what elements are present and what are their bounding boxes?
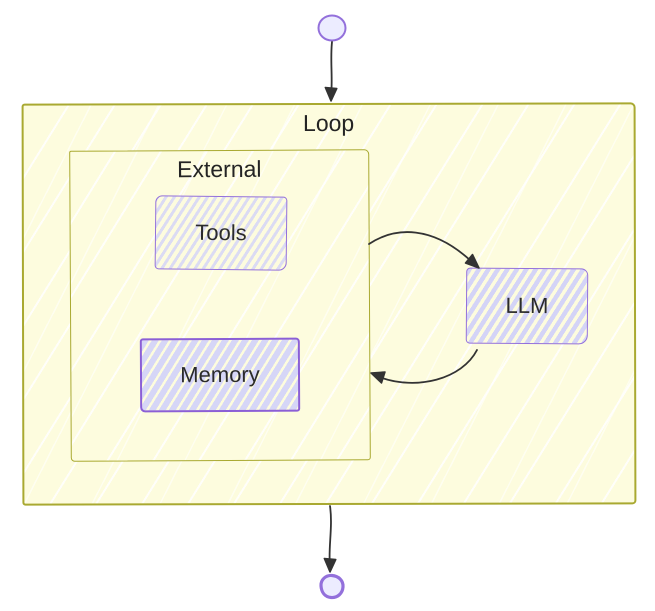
node-tools: Tools bbox=[154, 195, 288, 271]
end-state-node bbox=[319, 573, 345, 600]
cluster-loop-label: Loop bbox=[303, 109, 355, 137]
edge-loop-to-end bbox=[323, 505, 337, 573]
edge-start-to-loop bbox=[324, 41, 338, 102]
node-memory-label: Memory bbox=[180, 361, 260, 388]
node-tools-label: Tools bbox=[195, 219, 247, 246]
cluster-external-label: External bbox=[177, 155, 262, 183]
node-llm-label: LLM bbox=[505, 292, 549, 319]
node-llm: LLM bbox=[465, 267, 589, 345]
start-state-node bbox=[317, 14, 347, 42]
node-memory: Memory bbox=[139, 337, 301, 413]
